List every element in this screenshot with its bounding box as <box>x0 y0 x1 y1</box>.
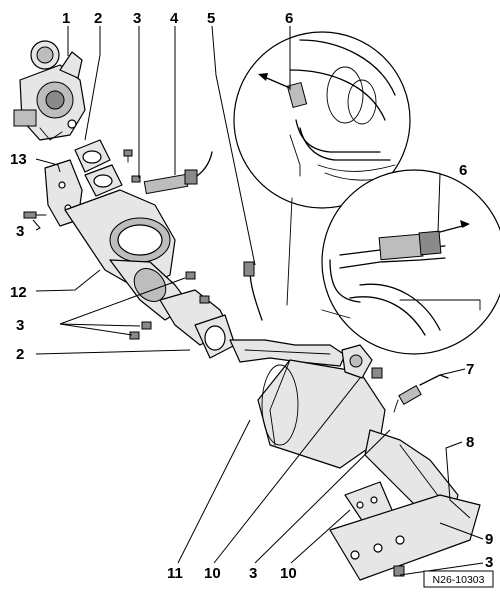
front-pipe <box>229 339 346 367</box>
callout-8: 8 <box>466 434 474 451</box>
pressure-sensor <box>341 344 383 379</box>
detail-circle-upper <box>233 31 411 209</box>
callout-3-middle: 3 <box>16 317 24 334</box>
turbo-outlet-flange <box>84 164 123 197</box>
callout-1: 1 <box>62 10 70 27</box>
callout-3-right: 3 <box>485 554 493 571</box>
callout-2-upper: 2 <box>94 10 102 27</box>
callout-labels: 1 2 3 4 5 6 13 3 6 12 3 2 7 8 9 11 10 3 … <box>10 10 493 582</box>
bolt-left <box>23 211 47 219</box>
callout-3-upper: 3 <box>133 10 141 27</box>
figure-reference-box: N26-10303 <box>423 570 494 588</box>
bolt-upper <box>123 149 141 183</box>
callout-6-upper: 6 <box>285 10 293 27</box>
callout-10-left: 10 <box>204 565 221 582</box>
gasket-upper <box>74 139 111 173</box>
callout-3-bottom: 3 <box>249 565 257 582</box>
callout-12: 12 <box>10 284 27 301</box>
detail-leader-upper <box>286 197 293 306</box>
sensor-wire <box>243 261 263 321</box>
hanger <box>393 374 449 413</box>
bolts-middle <box>129 271 210 340</box>
callout-5: 5 <box>207 10 215 27</box>
bolt-bottom <box>393 565 405 577</box>
detail-circle-lower <box>321 169 500 355</box>
figure-reference-label: N26-10303 <box>433 574 485 586</box>
callout-13: 13 <box>10 151 27 168</box>
leader-lines <box>32 25 484 576</box>
underbody-panel <box>329 494 481 581</box>
callout-7: 7 <box>466 361 474 378</box>
callout-9: 9 <box>485 531 493 548</box>
detail-leader-lower <box>321 309 351 319</box>
callout-4: 4 <box>170 10 179 27</box>
callout-3-left: 3 <box>16 223 24 240</box>
callout-10-right: 10 <box>280 565 297 582</box>
catalytic-converter <box>64 189 231 346</box>
callout-2-lower: 2 <box>16 346 24 363</box>
callout-6-lower: 6 <box>459 162 467 179</box>
turbocharger <box>13 40 86 141</box>
callout-11: 11 <box>167 565 183 582</box>
lambda-sensor-top <box>143 151 213 195</box>
